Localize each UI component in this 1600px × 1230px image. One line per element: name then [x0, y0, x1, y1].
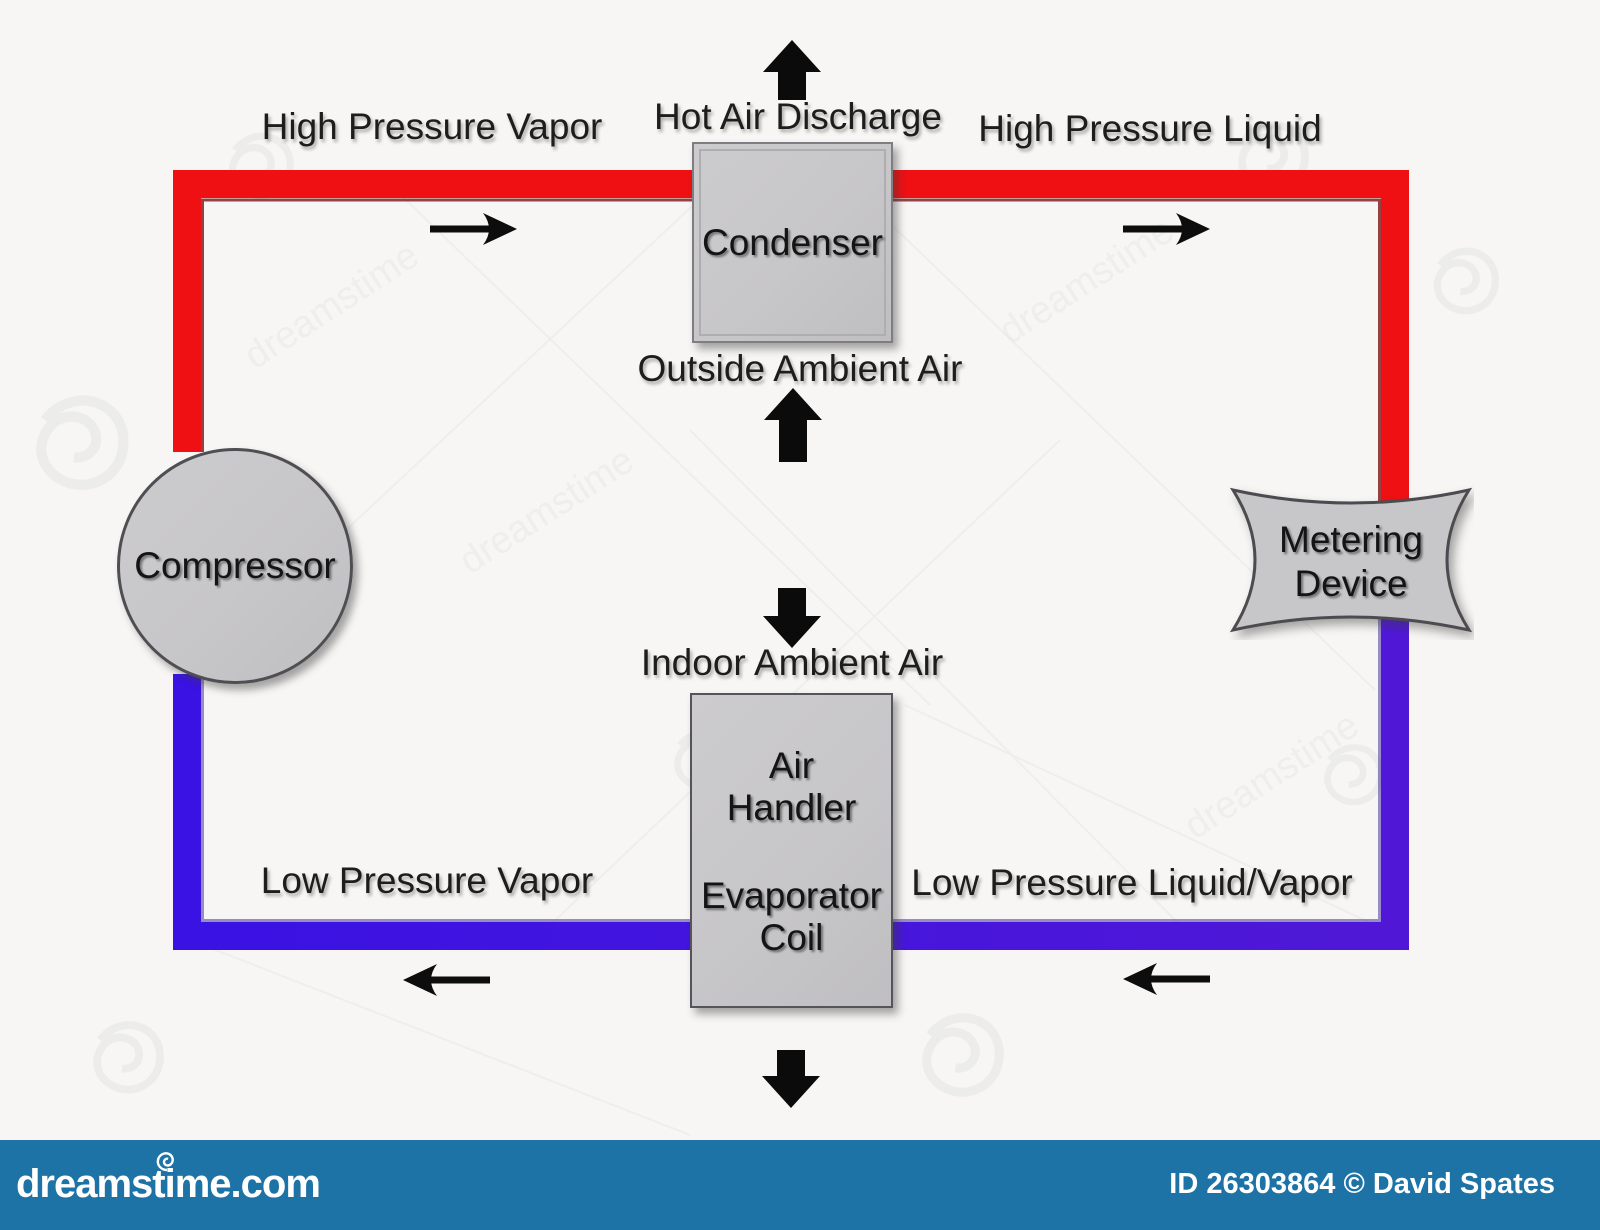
label-hot-air-discharge: Hot Air Discharge: [654, 96, 942, 137]
logo-swirl-icon: [156, 1152, 174, 1172]
air-handler-label: Air Handler: [726, 745, 857, 828]
svg-text:dreamstime: dreamstime: [1177, 704, 1366, 847]
evaporator-coil-label: Evaporator Coil: [701, 875, 882, 958]
flow-arrow-left-icon: [403, 964, 437, 996]
compressor-shape: Compressor: [117, 448, 353, 684]
outside-air-up-arrow-icon: [764, 388, 822, 462]
flow-arrow-right-icon: [483, 213, 517, 245]
metering-device-shape: Metering Device: [1228, 480, 1474, 640]
air-handler-shape: Air Handler Evaporator Coil: [690, 693, 893, 1008]
condenser-shape: Condenser: [692, 142, 893, 343]
indoor-air-down-arrow-icon: [763, 588, 821, 648]
svg-text:dreamstime: dreamstime: [237, 234, 426, 377]
flow-direction-arrows: [403, 213, 1210, 996]
label-high-pressure-liquid: High Pressure Liquid: [978, 108, 1322, 149]
metering-device-label: Metering Device: [1279, 519, 1423, 604]
flow-arrow-left-icon: [1123, 963, 1157, 995]
condenser-label: Condenser: [701, 222, 883, 263]
compressor-label: Compressor: [134, 545, 336, 586]
watermark-footer-bar: dreamstime.com ID 26303864 © David Spate…: [0, 1140, 1600, 1230]
dreamstime-logo: dreamstime.com: [16, 1152, 321, 1207]
label-indoor-ambient-air: Indoor Ambient Air: [640, 642, 944, 683]
label-high-pressure-vapor: High Pressure Vapor: [261, 106, 603, 147]
discharge-air-down-arrow-icon: [762, 1050, 820, 1108]
airflow-block-arrows: [762, 40, 822, 1108]
label-low-pressure-liquid-vapor: Low Pressure Liquid/Vapor: [911, 862, 1353, 903]
label-low-pressure-vapor: Low Pressure Vapor: [260, 860, 594, 901]
svg-text:dreamstime: dreamstime: [452, 439, 641, 582]
hot-air-up-arrow-icon: [763, 40, 821, 100]
flow-arrow-right-icon: [1176, 213, 1210, 245]
image-credit: ID 26303864 © David Spates: [1169, 1168, 1555, 1200]
label-outside-ambient-air: Outside Ambient Air: [637, 348, 963, 389]
